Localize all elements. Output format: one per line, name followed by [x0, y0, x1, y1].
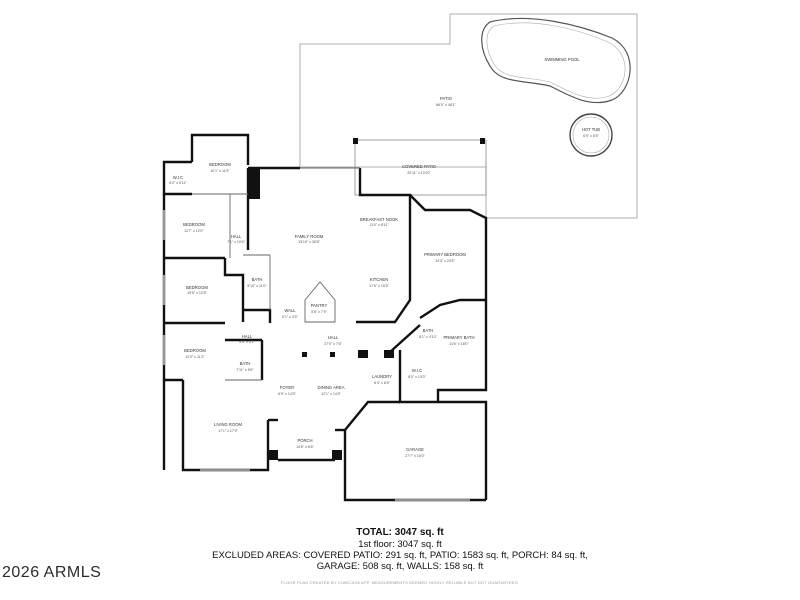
hot-tub-shape — [569, 113, 613, 157]
room-dimension: 20'11" x 13'10" — [407, 171, 431, 175]
room-name: FAMILY ROOM — [295, 234, 324, 239]
room-name: FOYER — [280, 385, 294, 390]
patio-outline — [299, 13, 638, 219]
room-name: HALL — [328, 335, 339, 340]
room-dimension: 7'1" x 10'4" — [227, 240, 245, 244]
room-name: HOT TUB — [582, 127, 600, 132]
covered-patio-post — [353, 138, 358, 144]
room-name: PANTRY — [311, 303, 328, 308]
room-dimension: 6'9" x 14'5" — [278, 392, 296, 396]
room-dimension: 11'6" x 18'0" — [449, 342, 469, 346]
excluded-areas-line-2: GARAGE: 508 sq. ft, WALLS: 158 sq. ft — [316, 561, 484, 572]
room-dimension: 17'1" x 17'9" — [218, 429, 238, 433]
watermark: 2026 ARMLS — [2, 564, 102, 581]
columns — [249, 167, 394, 460]
swimming-pool-shape — [481, 17, 631, 104]
room-name: BATH — [240, 361, 251, 366]
house-walls — [162, 133, 488, 502]
room-dimension: 9'4" x 5'2" — [239, 340, 255, 344]
room-dimension: 6'9" x 6'5" — [583, 134, 599, 138]
first-floor-area: 1st floor: 3047 sq. ft — [358, 539, 442, 550]
swimming-pool-inner — [486, 22, 626, 99]
room-name: BEDROOM — [183, 222, 205, 227]
room-name: HALL — [242, 334, 253, 339]
room-dimension: 12'1" x 14'5" — [321, 392, 341, 396]
room-dimension: 10'1" x 11'9" — [210, 169, 230, 173]
room-name: BEDROOM — [184, 348, 206, 353]
total-area: TOTAL: 3047 sq. ft — [356, 527, 444, 538]
room-dimension: 66'0" x 48'1" — [436, 103, 456, 107]
room-name: BATH — [423, 328, 434, 333]
room-dimension: 11'7" x 12'0" — [184, 229, 204, 233]
room-name: PORCH — [297, 438, 312, 443]
room-dimension: 6'4" x 8'6" — [374, 381, 390, 385]
hot-tub-inner — [572, 116, 610, 154]
room-name: SWIMMING POOL — [544, 57, 580, 62]
room-name: BREAKFAST NOOK — [360, 217, 398, 222]
disclaimer: FLOOR PLAN CREATED BY CUBICASA APP. MEAS… — [280, 580, 520, 585]
room-name: KITCHEN — [370, 277, 388, 282]
room-name: PRIMARY BATH — [444, 335, 475, 340]
room-dimension: 14'6" x 6'6" — [296, 445, 314, 449]
room-dimension: 8'1" x 4'10" — [419, 335, 437, 339]
room-dimension: 8'0" x 13'0" — [408, 375, 426, 379]
room-name: W.I.C — [412, 368, 422, 373]
room-dimension: 17'6" x 15'5" — [369, 284, 389, 288]
room-name: PRIMARY BEDROOM — [424, 252, 466, 257]
room-labels: BEDROOM 10'1" x 11'9" W.I.C 5'2" x 5'11"… — [169, 57, 600, 458]
excluded-areas-line-1: EXCLUDED AREAS: COVERED PATIO: 291 sq. f… — [212, 550, 588, 561]
room-dimension: 5'2" x 5'11" — [169, 181, 187, 185]
room-name: PATIO — [440, 96, 453, 101]
room-dimension: 9'10" x 11'0" — [247, 284, 267, 288]
room-dimension: 5'8" x 7'9" — [311, 310, 327, 314]
room-name: BEDROOM — [186, 285, 208, 290]
room-name: GARAGE — [406, 447, 424, 452]
room-name: LAUNDRY — [372, 374, 392, 379]
room-dimension: 15'5" x 12'5" — [187, 291, 207, 295]
room-dimension: 7'11" x 5'6" — [236, 368, 254, 372]
room-name: BATH — [252, 277, 263, 282]
interior-partitions — [192, 167, 360, 381]
room-dimension: 15'10" x 36'8" — [298, 240, 320, 244]
room-dimension: 11'0" x 8'11" — [369, 223, 389, 227]
covered-patio-outline — [354, 139, 487, 196]
room-name: DINING AREA — [318, 385, 345, 390]
room-dimension: 14'3" x 24'5" — [435, 259, 455, 263]
room-name: BEDROOM — [209, 162, 231, 167]
room-dimension: 27'7" x 15'0" — [405, 454, 425, 458]
covered-patio-post — [480, 138, 485, 144]
windows — [163, 210, 470, 501]
room-dimension: 12'0" x 11'2" — [185, 355, 205, 359]
room-name: WALL — [284, 308, 296, 313]
room-name: COVERED PATIO — [402, 164, 437, 169]
room-name: W.I.C — [173, 175, 183, 180]
room-name: LIVING ROOM — [214, 422, 242, 427]
room-dimension: 27'0" x 7'6" — [324, 342, 342, 346]
room-name: HALL — [231, 234, 242, 239]
room-dimension: 6'1" x 3'5" — [282, 315, 298, 319]
